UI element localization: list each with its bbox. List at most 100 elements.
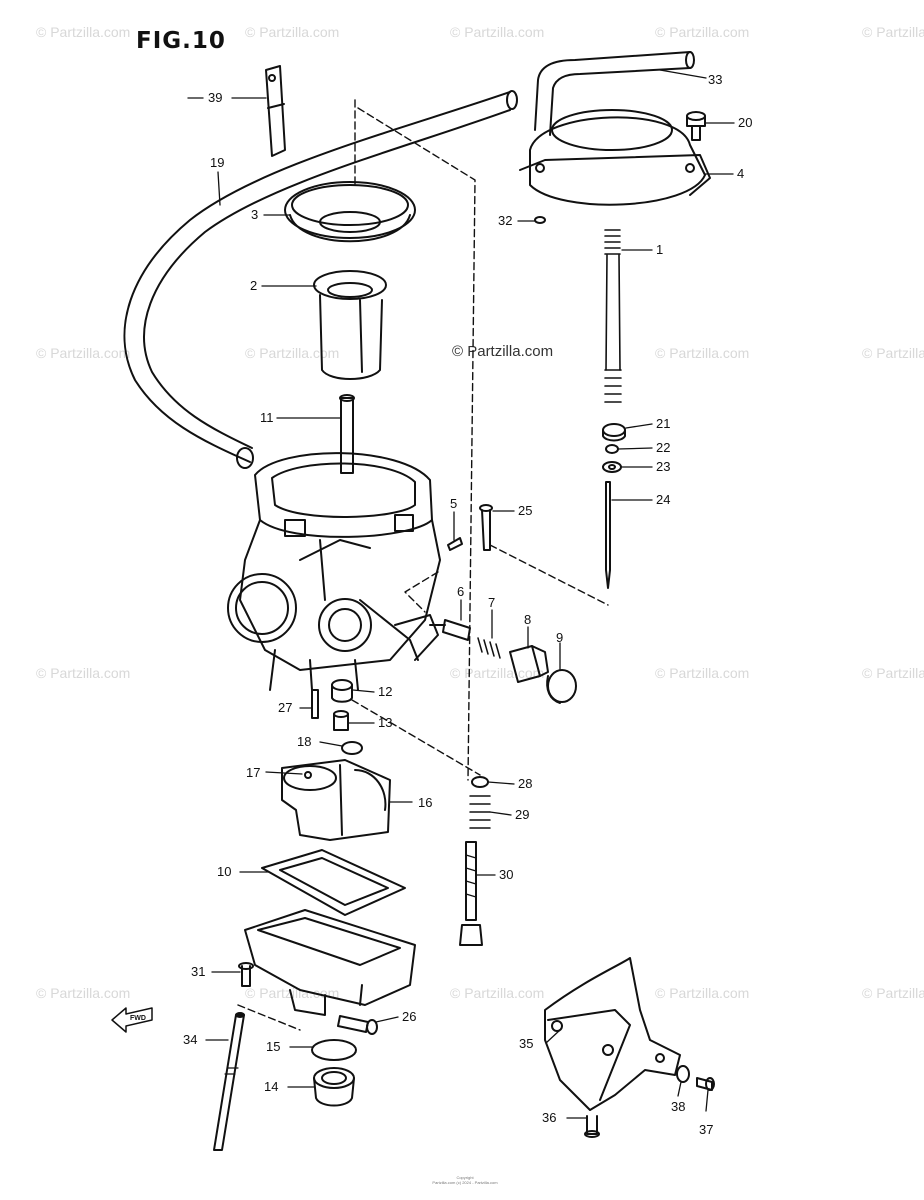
part-35-bracket xyxy=(544,957,681,1111)
callout-27: 27 xyxy=(278,700,293,715)
callout-1: 1 xyxy=(656,242,664,257)
callout-21: 21 xyxy=(656,416,671,431)
callout-14: 14 xyxy=(264,1079,279,1094)
watermark: © Partzilla.com xyxy=(36,24,131,40)
callout-2: 2 xyxy=(250,278,258,293)
part-1-spring xyxy=(604,229,622,403)
callout-29: 29 xyxy=(515,807,530,822)
callout-22: 22 xyxy=(656,440,671,455)
part-37-screw xyxy=(696,1077,715,1091)
callout-11: 11 xyxy=(260,410,274,425)
callout-36: 36 xyxy=(542,1110,557,1125)
part-34-drain-tube xyxy=(213,1012,245,1151)
part-30-pilot-screw xyxy=(459,841,483,946)
callout-24: 24 xyxy=(656,492,671,507)
carburetor-body xyxy=(227,452,441,691)
part-3-diaphragm xyxy=(284,181,416,243)
part-36-screw xyxy=(584,1115,600,1138)
part-31-screw xyxy=(238,962,254,987)
part-39-hose-clamp xyxy=(265,65,286,157)
part-4-top-cover xyxy=(519,109,711,206)
part-18-o-ring xyxy=(341,741,363,755)
callout-28: 28 xyxy=(518,776,533,791)
part-20-screw xyxy=(686,111,706,141)
part-19-fuel-hose xyxy=(123,90,518,469)
callout-34: 34 xyxy=(183,1032,198,1047)
part-23-washer xyxy=(602,461,622,473)
part-26-drain-screw xyxy=(337,1015,378,1035)
part-8-nut xyxy=(509,645,549,683)
part-12-collar xyxy=(331,679,353,703)
assembly-guides xyxy=(237,99,609,1031)
callout-5: 5 xyxy=(450,496,458,511)
watermark: © Partzilla.com xyxy=(450,24,545,40)
watermark: © Partzilla.com xyxy=(450,665,545,681)
callout-26: 26 xyxy=(402,1009,417,1024)
part-14-plug xyxy=(313,1067,355,1107)
watermark: © Partzilla.com xyxy=(245,985,340,1001)
watermark: © Partzilla.com xyxy=(245,345,340,361)
part-33-vent-hose xyxy=(534,51,695,136)
watermark: © Partzilla.com xyxy=(655,24,750,40)
callout-39: 39 xyxy=(208,90,223,105)
watermark: © Partzilla.com xyxy=(245,24,340,40)
part-9-cap xyxy=(546,669,577,704)
leader-lines xyxy=(187,69,735,1119)
copyright-notice: Copyright Partzilla.com (c) 2024 - Partz… xyxy=(400,1175,530,1185)
watermark: © Partzilla.com xyxy=(655,345,750,361)
callout-4: 4 xyxy=(737,166,745,181)
watermark: © Partzilla.com xyxy=(450,985,545,1001)
callout-13: 13 xyxy=(378,715,393,730)
watermark: © Partzilla.com xyxy=(36,665,131,681)
callout-6: 6 xyxy=(457,584,465,599)
callout-8: 8 xyxy=(524,612,532,627)
part-24-jet-needle xyxy=(605,481,611,589)
figure-title: FIG.10 xyxy=(136,28,226,54)
part-16-float xyxy=(281,759,391,841)
callout-30: 30 xyxy=(499,867,514,882)
copyright-line-2: Partzilla.com (c) 2024 - Partzilla.com xyxy=(432,1180,498,1185)
part-32-ring xyxy=(534,216,546,224)
part-13-main-jet xyxy=(333,710,349,731)
callout-16: 16 xyxy=(418,795,433,810)
part-29-spring xyxy=(469,795,491,829)
part-25-pin xyxy=(479,504,493,551)
float-bowl xyxy=(244,909,416,1016)
front-marker-text: FWD xyxy=(130,1015,146,1022)
part-28-washer xyxy=(471,776,489,788)
part-6-starter-plunger xyxy=(429,619,471,641)
part-10-gasket xyxy=(261,849,406,916)
callout-38: 38 xyxy=(671,1099,686,1114)
callout-33: 33 xyxy=(708,72,723,87)
callout-15: 15 xyxy=(266,1039,281,1054)
callout-19: 19 xyxy=(210,155,225,170)
callout-9: 9 xyxy=(556,630,564,645)
callout-31: 31 xyxy=(191,964,206,979)
watermark: © Partzilla.com xyxy=(655,665,750,681)
part-22-clip xyxy=(605,444,619,454)
callout-17: 17 xyxy=(246,765,261,780)
part-21-seat xyxy=(602,423,626,442)
copyright-line-1: Copyright xyxy=(456,1175,474,1180)
watermark: © Partzilla.com xyxy=(655,985,750,1001)
part-38-washer xyxy=(676,1065,690,1083)
part-11-needle xyxy=(339,394,355,474)
part-2-piston-valve xyxy=(313,270,387,380)
callout-35: 35 xyxy=(519,1036,534,1051)
callout-12: 12 xyxy=(378,684,393,699)
watermark: © Partzilla.com xyxy=(36,985,131,1001)
part-27-screw xyxy=(311,689,319,719)
callout-3: 3 xyxy=(251,207,259,222)
callout-23: 23 xyxy=(656,459,671,474)
callout-20: 20 xyxy=(738,115,753,130)
part-17-screw xyxy=(304,771,312,779)
part-5-screw xyxy=(447,537,463,551)
part-7-spring xyxy=(477,637,501,659)
front-direction-arrow: FWD xyxy=(111,1007,153,1033)
callout-37: 37 xyxy=(699,1122,714,1137)
watermark: © Partzilla.com xyxy=(36,345,131,361)
watermark: © Partzilla.com xyxy=(862,985,924,1001)
watermark: © Partzilla.com xyxy=(862,665,924,681)
callout-25: 25 xyxy=(518,503,533,518)
